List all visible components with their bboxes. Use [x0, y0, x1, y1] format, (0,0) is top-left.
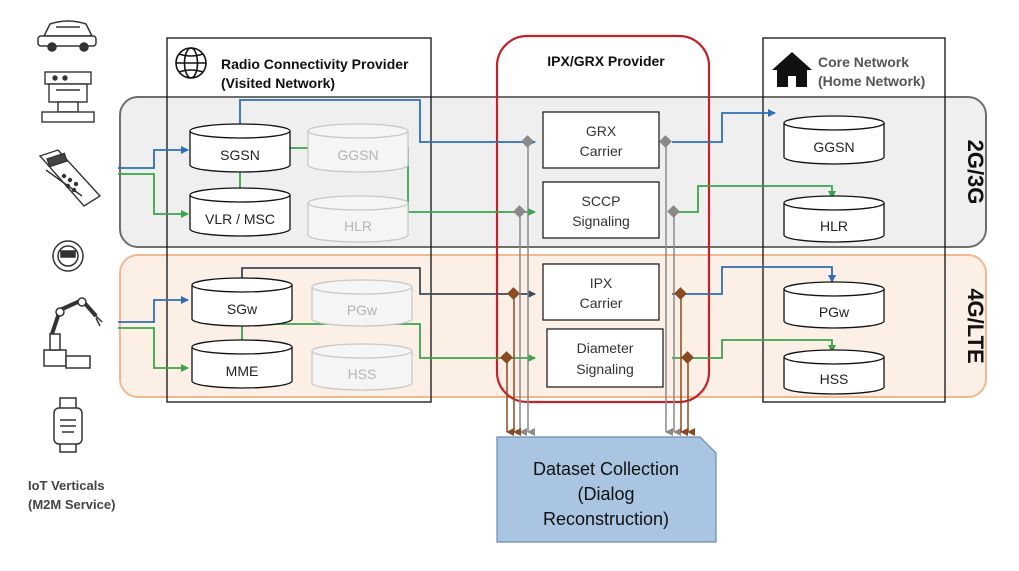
ipx-provider-title: IPX/GRX Provider — [547, 53, 665, 69]
node-hlr-visited: HLR — [307, 195, 409, 243]
path-device-vlr — [118, 173, 189, 218]
svg-text:SCCP: SCCP — [582, 193, 621, 209]
node-ggsn-visited: GGSN — [307, 123, 409, 173]
node-mme: MME — [191, 339, 293, 389]
path-device-sgw — [118, 296, 189, 323]
node-ggsn-visited-label: GGSN — [337, 147, 378, 163]
node-pgw-visited: PGw — [311, 279, 413, 327]
car-icon — [37, 20, 97, 52]
node-pgw-home-label: PGw — [819, 304, 850, 320]
ipx-provider-box — [495, 34, 711, 404]
node-hss-visited-label: HSS — [348, 366, 377, 382]
node-sgw: SGw — [191, 277, 293, 327]
payment-terminal-icon — [38, 149, 102, 207]
node-mme-label: MME — [226, 363, 259, 379]
path-device-mme — [118, 327, 189, 372]
connections — [118, 99, 836, 372]
path-mme-diameter — [241, 323, 536, 362]
node-sgsn: SGSN — [189, 123, 291, 173]
radio-provider-title-1: Radio Connectivity Provider — [221, 56, 409, 72]
path-sccp-hlr — [672, 185, 836, 213]
smartwatch-icon — [53, 397, 83, 453]
core-network-title-1: Core Network — [818, 54, 909, 70]
path-sgsn-grx — [239, 99, 536, 146]
band-label-4glte: 4G/LTE — [963, 288, 988, 363]
node-hss-visited: HSS — [311, 343, 413, 391]
svg-text:Diameter: Diameter — [577, 340, 634, 356]
path-sgw-ipx — [241, 267, 536, 298]
tap-lines — [506, 142, 695, 436]
core-network-title-2: (Home Network) — [818, 73, 925, 89]
node-vlr-msc-label: VLR / MSC — [205, 211, 275, 227]
svg-text:Dataset Collection: Dataset Collection — [533, 459, 679, 479]
radio-provider-box — [166, 37, 432, 403]
svg-text:Reconstruction): Reconstruction) — [543, 509, 669, 529]
svg-text:Signaling: Signaling — [576, 361, 634, 377]
carrier-diameter: Diameter Signaling — [546, 328, 664, 388]
carrier-sccp: SCCP Signaling — [542, 181, 660, 239]
node-hlr-visited-label: HLR — [344, 218, 372, 234]
node-pgw-home: PGw — [783, 281, 885, 329]
smart-meter-icon — [52, 240, 84, 272]
node-sgw-label: SGw — [227, 301, 258, 317]
node-hss-home: HSS — [783, 349, 885, 395]
home-icon — [772, 52, 812, 87]
node-pgw-visited-label: PGw — [347, 302, 378, 318]
svg-text:(Dialog: (Dialog — [577, 484, 634, 504]
node-ggsn-home: GGSN — [783, 115, 885, 165]
dataset-collection-box: Dataset Collection (Dialog Reconstructio… — [496, 436, 717, 543]
node-hlr-home-label: HLR — [820, 218, 848, 234]
path-device-sgsn — [118, 146, 189, 169]
iot-verticals-subtitle: (M2M Service) — [28, 497, 115, 512]
globe-icon — [175, 47, 207, 79]
core-network-box — [762, 37, 946, 403]
svg-text:GRX: GRX — [586, 123, 617, 139]
robot-arm-icon — [43, 297, 103, 369]
svg-text:Carrier: Carrier — [580, 143, 623, 159]
iot-verticals-title: IoT Verticals — [28, 478, 105, 493]
carrier-grx: GRX Carrier — [542, 111, 660, 169]
band-label-2g3g: 2G/3G — [963, 140, 988, 205]
node-vlr-msc: VLR / MSC — [189, 187, 291, 237]
carrier-ipx: IPX Carrier — [542, 263, 660, 321]
svg-text:Signaling: Signaling — [572, 213, 630, 229]
svg-text:IPX: IPX — [590, 275, 613, 291]
path-diameter-hss — [672, 339, 836, 359]
svg-text:Carrier: Carrier — [580, 295, 623, 311]
radio-provider-title-2: (Visited Network) — [221, 75, 335, 91]
node-hlr-home: HLR — [783, 195, 885, 243]
node-sgsn-label: SGSN — [220, 147, 260, 163]
node-hss-home-label: HSS — [820, 371, 849, 387]
path-grx-ggsn — [672, 109, 776, 143]
node-ggsn-home-label: GGSN — [813, 139, 854, 155]
path-ipx-pgw — [672, 266, 836, 295]
coffee-machine-icon — [41, 71, 95, 123]
